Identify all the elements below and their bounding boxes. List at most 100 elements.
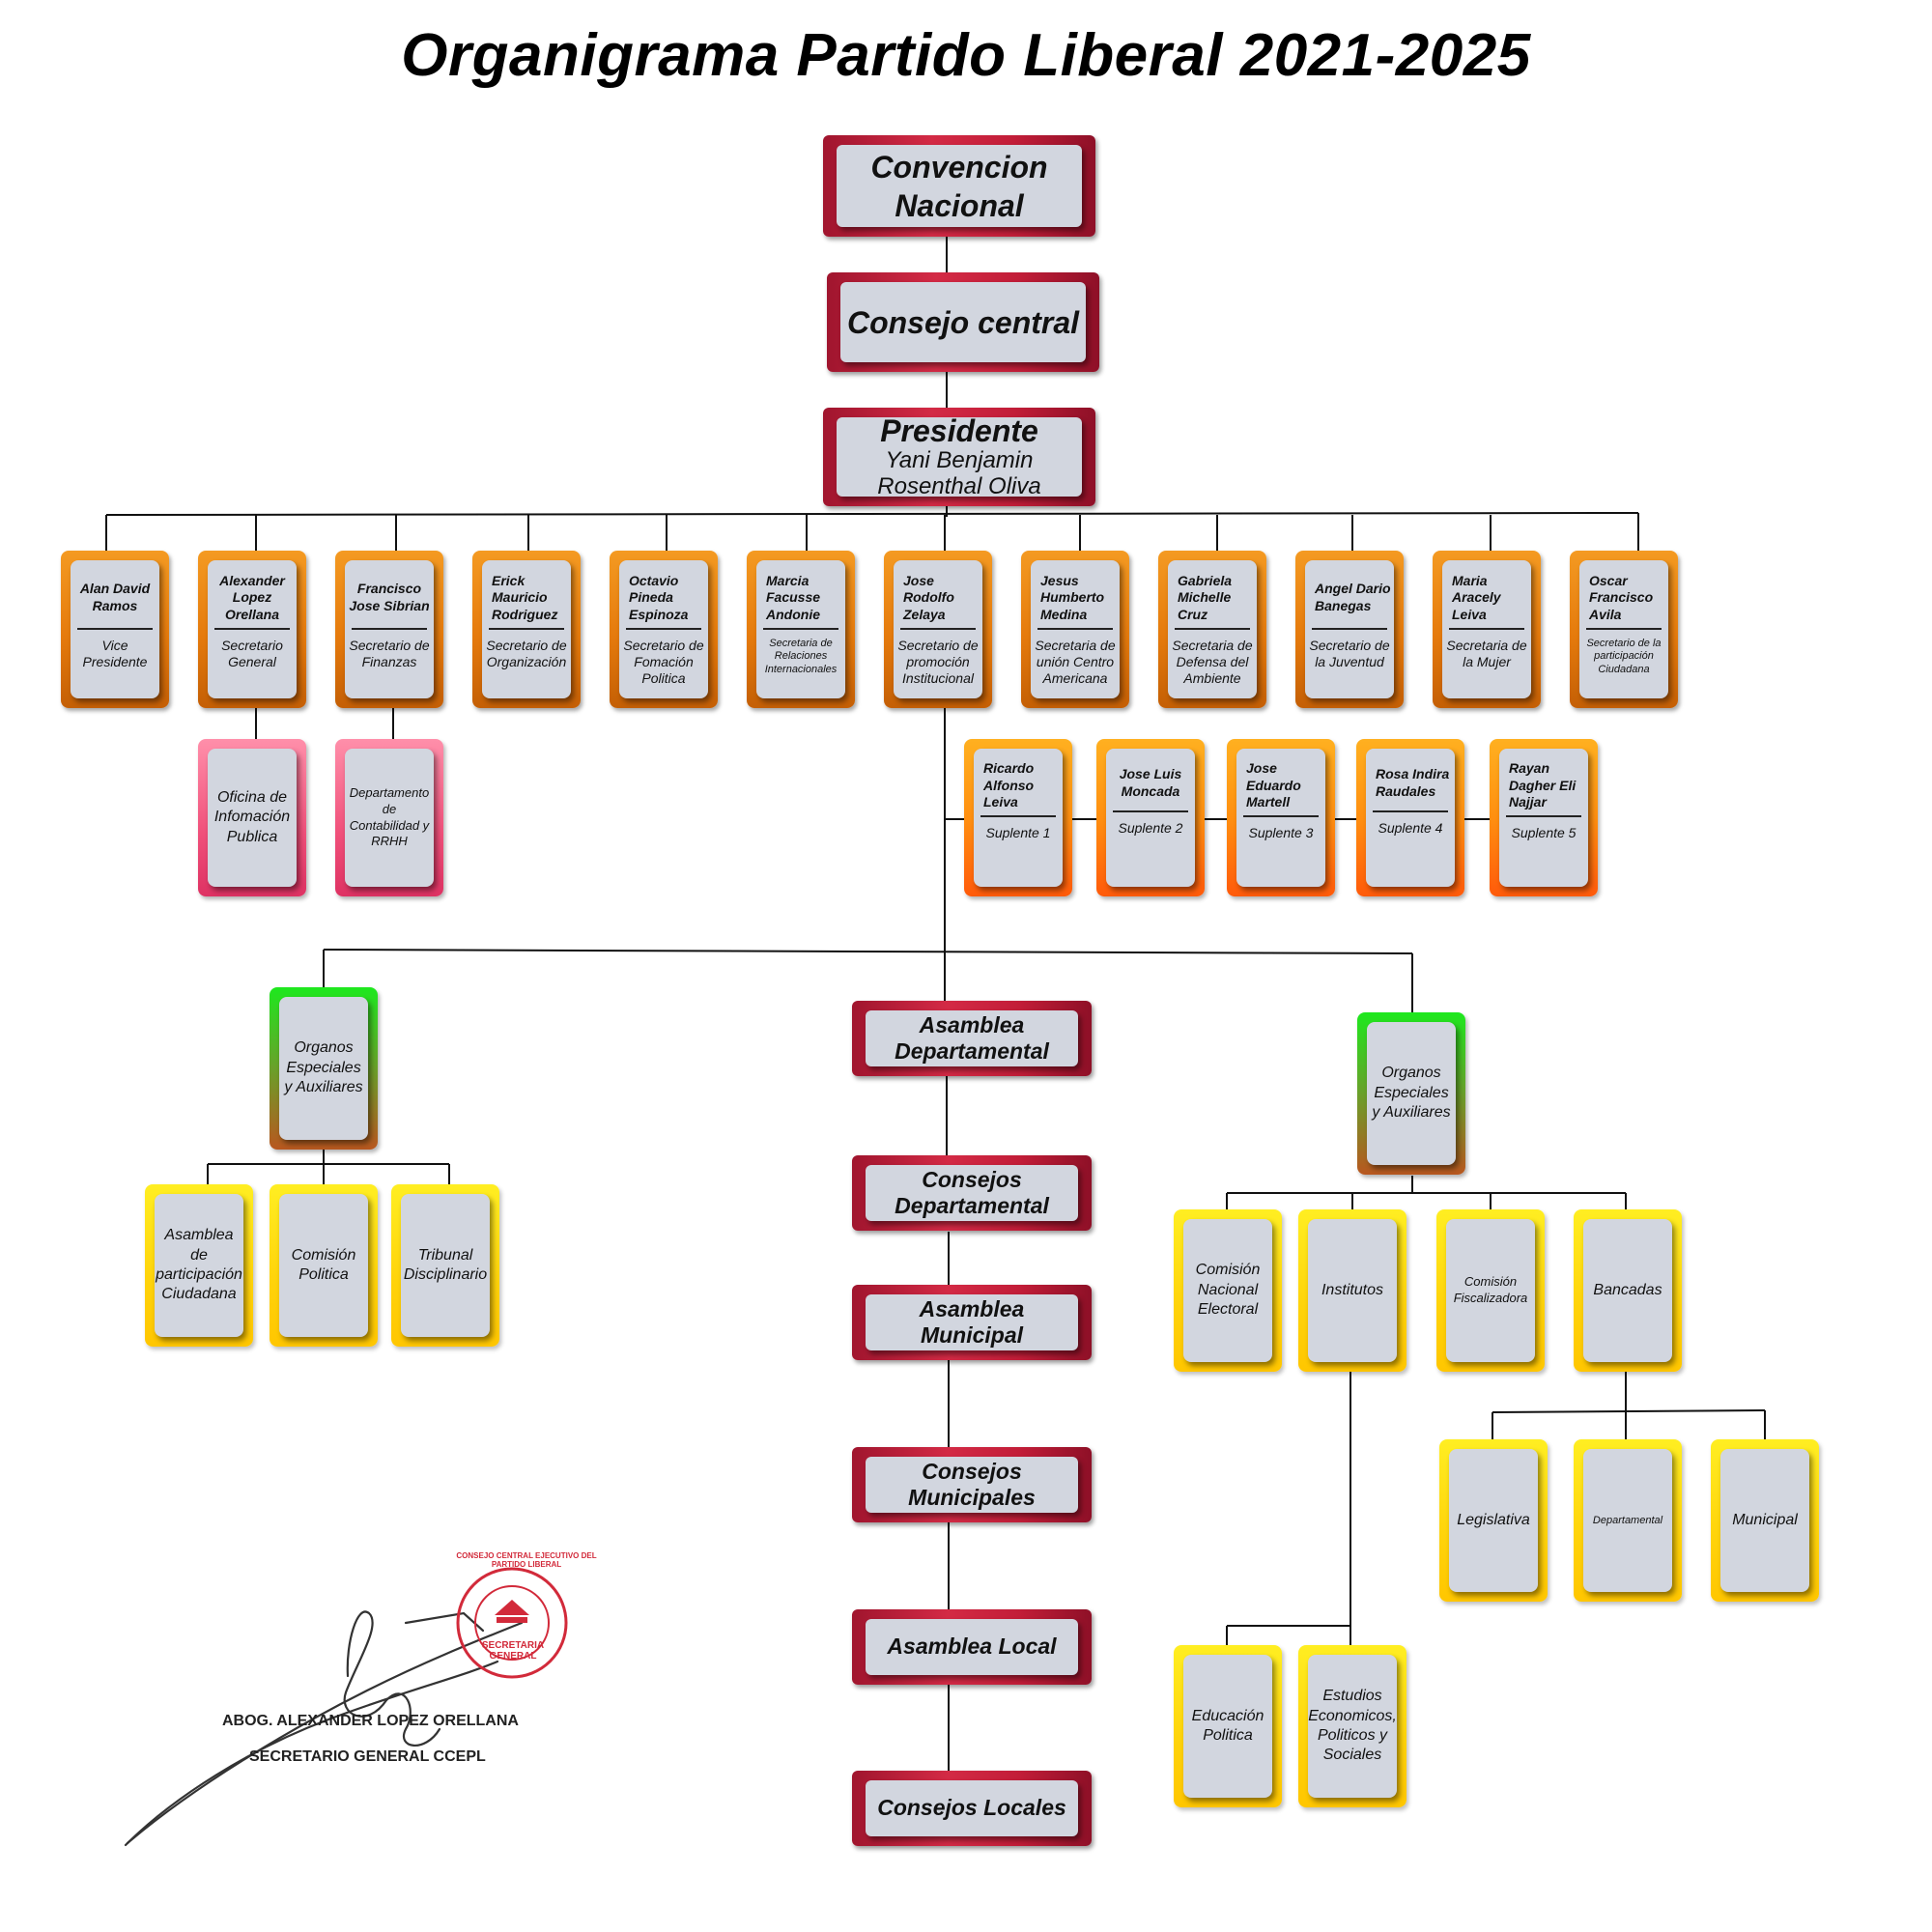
suplente-name: Jose Luis Moncada bbox=[1119, 766, 1182, 799]
chain-label: Consejos Municipales bbox=[908, 1458, 1036, 1510]
officer-name: Marcia Facusse Andonie bbox=[766, 572, 821, 622]
consejos-locales-box: Consejos Locales bbox=[852, 1771, 1092, 1846]
officer-name: Oscar Francisco Avila bbox=[1589, 572, 1654, 622]
organ-child-label: Tribunal Disciplinario bbox=[401, 1194, 490, 1337]
presidente-box: Presidente Yani Benjamin Rosenthal Oliva bbox=[823, 408, 1095, 506]
right-organ-child: Comisión Nacional Electoral bbox=[1174, 1209, 1282, 1372]
officer-role: Secretaria de la Mujer bbox=[1446, 638, 1527, 670]
officer-role: Secretario de la participación Ciudadana bbox=[1586, 638, 1662, 675]
officer-role: Secretaria de Defensa del Ambiente bbox=[1172, 638, 1253, 687]
organ-child-label: Bancadas bbox=[1583, 1219, 1672, 1362]
suplente-role: Suplente 2 bbox=[1118, 820, 1183, 836]
chain-label: Asamblea Local bbox=[887, 1634, 1057, 1660]
divider bbox=[1175, 628, 1250, 630]
officer-name: Gabriela Michelle Cruz bbox=[1178, 572, 1233, 622]
consejo-central-label: Consejo central bbox=[846, 304, 1080, 340]
consejos-departamental-box: Consejos Departamental bbox=[852, 1155, 1092, 1231]
seal-stamp bbox=[456, 1567, 568, 1679]
convencion-nacional-label: Convencion Nacional bbox=[870, 149, 1048, 223]
left-organ-child: Tribunal Disciplinario bbox=[391, 1184, 499, 1347]
suplente-role: Suplente 1 bbox=[985, 824, 1051, 840]
presidente-title: Presidente bbox=[880, 417, 1038, 449]
divider bbox=[1037, 628, 1113, 630]
divider bbox=[1113, 810, 1188, 812]
officer-name: Jesus Humberto Medina bbox=[1040, 572, 1105, 622]
chain-label: Consejos Locales bbox=[877, 1795, 1066, 1821]
divider bbox=[763, 628, 838, 630]
page-title: Organigrama Partido Liberal 2021-2025 bbox=[401, 22, 1531, 89]
seal-text: SECRETARIA GENERAL bbox=[481, 1640, 545, 1662]
consejos-municipales-box: Consejos Municipales bbox=[852, 1447, 1092, 1522]
left-organos-especiales-box: Organos Especiales y Auxiliares bbox=[270, 987, 378, 1150]
officer-role: Secretario de Finanzas bbox=[349, 638, 430, 670]
suplente-name: Jose Eduardo Martell bbox=[1246, 760, 1301, 810]
divider bbox=[626, 628, 701, 630]
sub-office-label: Departamento de Contabilidad y RRHH bbox=[345, 749, 434, 887]
officer-name: Octavio Pineda Espinoza bbox=[629, 572, 689, 622]
suplente-name: Rosa Indira Raudales bbox=[1376, 766, 1450, 799]
officer-role: Secretario General bbox=[221, 638, 283, 670]
bancadas-child: Municipal bbox=[1711, 1439, 1819, 1602]
officer-name: Alexander Lopez Orellana bbox=[219, 572, 285, 622]
divider bbox=[1312, 628, 1387, 630]
bancadas-child-label: Legislativa bbox=[1449, 1449, 1538, 1592]
asamblea-local-box: Asamblea Local bbox=[852, 1609, 1092, 1685]
bancadas-child: Legislativa bbox=[1439, 1439, 1548, 1602]
divider bbox=[1449, 628, 1524, 630]
organ-child-label: Comisión Nacional Electoral bbox=[1183, 1219, 1272, 1362]
officer-role: Vice Presidente bbox=[82, 638, 148, 670]
left-organ-child: Comisión Politica bbox=[270, 1184, 378, 1347]
chain-label: Consejos Departamental bbox=[895, 1166, 1049, 1218]
institutos-box: Institutos bbox=[1298, 1209, 1406, 1372]
organ-child-label: Comisión Fiscalizadora bbox=[1446, 1219, 1535, 1362]
divider bbox=[1586, 628, 1662, 630]
bancadas-box: Bancadas bbox=[1574, 1209, 1682, 1372]
bancadas-child: Departamental bbox=[1574, 1439, 1682, 1602]
signer-position: SECRETARIO GENERAL CCEPL bbox=[249, 1748, 486, 1765]
suplente-role: Suplente 5 bbox=[1511, 824, 1577, 840]
divider bbox=[980, 814, 1056, 817]
divider bbox=[1373, 810, 1448, 812]
chain-label: Asamblea Municipal bbox=[919, 1295, 1025, 1348]
officer-name: Maria Aracely Leiva bbox=[1452, 572, 1501, 622]
signature-stroke bbox=[124, 1610, 524, 1847]
divider bbox=[352, 628, 427, 630]
suplente-name: Rayan Dagher Eli Najjar bbox=[1509, 760, 1577, 810]
officer-name: Francisco Jose Sibrian bbox=[349, 581, 430, 613]
presidente-name: Yani Benjamin Rosenthal Oliva bbox=[877, 447, 1041, 497]
signature-block: SECRETARIA GENERAL CONSEJO CENTRAL EJECU… bbox=[116, 1551, 597, 1855]
signer-name: ABOG. ALEXANDER LOPEZ ORELLANA bbox=[222, 1713, 519, 1729]
organ-label: Organos Especiales y Auxiliares bbox=[279, 997, 368, 1140]
divider bbox=[77, 628, 153, 630]
asamblea-departamental-box: Asamblea Departamental bbox=[852, 1001, 1092, 1076]
right-organos-especiales-box: Organos Especiales y Auxiliares bbox=[1357, 1012, 1465, 1175]
institutos-child: Educación Politica bbox=[1174, 1645, 1282, 1807]
officer-name: Alan David Ramos bbox=[79, 581, 151, 613]
divider bbox=[489, 628, 564, 630]
bancadas-child-label: Municipal bbox=[1720, 1449, 1809, 1592]
officer-role: Secretaria de Relaciones Internacionales bbox=[764, 638, 838, 675]
oficina-informacion-publica-box: Oficina de Infomación Publica bbox=[198, 739, 306, 896]
officer-name: Jose Rodolfo Zelaya bbox=[903, 572, 954, 622]
organ-child-label: Institutos bbox=[1308, 1219, 1397, 1362]
divider bbox=[214, 628, 290, 630]
officer-role: Secretaria de unión Centro Americana bbox=[1035, 638, 1116, 687]
officer-role: Secretario de promoción Institucional bbox=[897, 638, 979, 687]
officer-name: Erick Mauricio Rodriguez bbox=[492, 572, 558, 622]
consejo-central-box: Consejo central bbox=[827, 272, 1099, 372]
asamblea-municipal-box: Asamblea Municipal bbox=[852, 1285, 1092, 1360]
organ-child-label: Asamblea de participación Ciudadana bbox=[155, 1194, 243, 1337]
